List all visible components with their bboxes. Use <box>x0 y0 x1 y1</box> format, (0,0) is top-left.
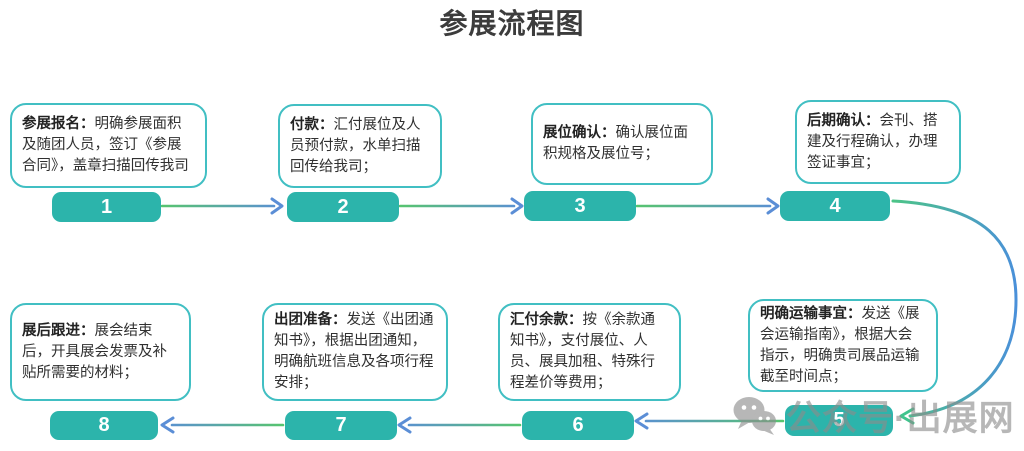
step-label-7: 出团准备： <box>274 312 347 328</box>
step-desc-2: 汇付展位及人员预付款，水单扫描回传给我司； <box>290 116 421 175</box>
diagram-title: 参展流程图 <box>439 8 585 39</box>
step-box-1: 参展报名：明确参展面积及随团人员，签订《参展合同》，盖章扫描回传我司 <box>10 103 207 188</box>
step-box-4: 后期确认：会刊、搭建及行程确认，办理签证事宜； <box>795 100 961 184</box>
step-box-2: 付款：汇付展位及人员预付款，水单扫描回传给我司； <box>278 104 442 188</box>
step-label-6: 汇付余款： <box>510 312 583 328</box>
step-label-8: 展后跟进： <box>22 322 95 339</box>
arrowhead-right-icon <box>510 197 524 215</box>
flow-arrow-2-3 <box>398 197 524 215</box>
step-text-7: 出团准备：发送《出团通知书》，根据出团通知，明确航班信息及各项行程安排； <box>274 310 436 394</box>
step-desc-7: 发送《出团通知书》，根据出团通知，明确航班信息及各项行程安排； <box>274 312 434 391</box>
step-label-2: 付款： <box>290 116 334 133</box>
step-label-4: 后期确认： <box>807 112 880 129</box>
step-box-3: 展位确认：确认展位面积规格及展位号； <box>531 103 713 185</box>
arrowhead-right-icon <box>270 197 284 215</box>
step-text-6: 汇付余款：按《余款通知书》，支付展位、人员、展具加租、特殊行程差价等费用； <box>510 310 669 394</box>
step-label-3: 展位确认： <box>543 125 616 141</box>
step-number-1: 1 <box>52 192 161 222</box>
step-number-4: 4 <box>780 191 890 221</box>
step-number-2: 2 <box>287 192 399 222</box>
step-text-1: 参展报名：明确参展面积及随团人员，签订《参展合同》，盖章扫描回传我司 <box>22 114 195 177</box>
step-desc-8: 展会结束后，开具展会发票及补贴所需要的材料； <box>22 322 167 381</box>
arrowhead-left-icon <box>160 416 175 434</box>
step-text-2: 付款：汇付展位及人员预付款，水单扫描回传给我司； <box>290 115 430 178</box>
arrowhead-left-icon <box>634 412 649 430</box>
step-text-5: 明确运输事宜：发送《展会运输指南》，根据大会指示，明确贵司展品运输截至时间点； <box>760 304 926 388</box>
step-desc-5: 发送《展会运输指南》，根据大会指示，明确贵司展品运输截至时间点； <box>760 305 920 385</box>
step-number-8: 8 <box>50 411 158 440</box>
step-desc-1: 明确参展面积及随团人员，签订《参展合同》，盖章扫描回传我司 <box>22 116 189 174</box>
flow-arrow-3-4 <box>635 197 780 215</box>
step-text-8: 展后跟进：展会结束后，开具展会发票及补贴所需要的材料； <box>22 321 179 384</box>
step-label-5: 明确运输事宜： <box>760 305 862 322</box>
step-desc-3: 确认展位面积规格及展位号； <box>543 125 688 162</box>
step-desc-4: 会刊、搭建及行程确认，办理签证事宜； <box>807 112 938 171</box>
step-box-8: 展后跟进：展会结束后，开具展会发票及补贴所需要的材料； <box>10 303 191 401</box>
arrowhead-left-icon <box>397 416 412 434</box>
step-number-5: 5 <box>785 405 893 436</box>
step-number-7: 7 <box>285 411 397 440</box>
step-box-6: 汇付余款：按《余款通知书》，支付展位、人员、展具加租、特殊行程差价等费用； <box>498 303 681 401</box>
step-box-7: 出团准备：发送《出团通知书》，根据出团通知，明确航班信息及各项行程安排； <box>262 303 448 401</box>
step-number-6: 6 <box>522 411 634 440</box>
arrowhead-right-icon <box>766 197 780 215</box>
step-text-3: 展位确认：确认展位面积规格及展位号； <box>543 123 701 165</box>
flow-curve-4-5 <box>891 199 1018 425</box>
flow-arrow-6-7 <box>397 416 522 434</box>
arrowhead-left-icon <box>899 407 915 425</box>
flow-arrow-1-2 <box>160 197 284 215</box>
flow-arrow-5-6 <box>634 412 785 430</box>
flow-arrow-7-8 <box>160 416 285 434</box>
step-text-4: 后期确认：会刊、搭建及行程确认，办理签证事宜； <box>807 111 949 174</box>
step-box-5: 明确运输事宜：发送《展会运输指南》，根据大会指示，明确贵司展品运输截至时间点； <box>748 299 938 392</box>
step-label-1: 参展报名： <box>22 116 95 132</box>
step-desc-6: 按《余款通知书》，支付展位、人员、展具加租、特殊行程差价等费用； <box>510 312 655 391</box>
step-number-3: 3 <box>524 191 636 221</box>
